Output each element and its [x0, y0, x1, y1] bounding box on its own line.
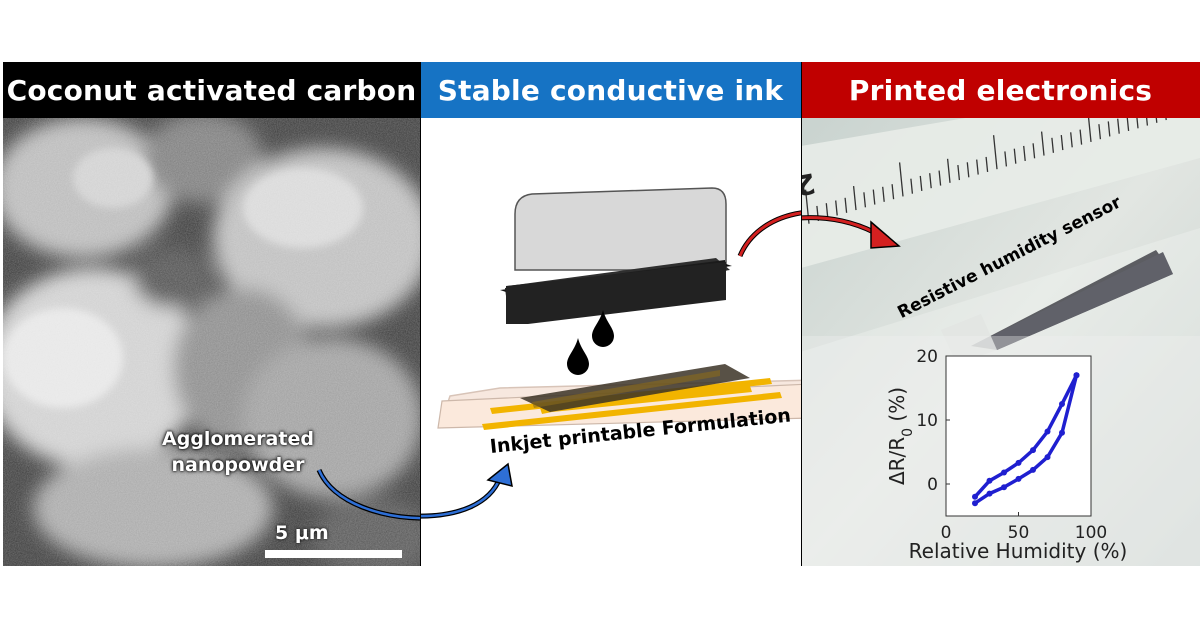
x-axis-label: Relative Humidity (%) [909, 539, 1128, 563]
ruler-tick [929, 173, 932, 189]
data-point [1073, 372, 1080, 379]
sem-image-panel: Agglomerated nanopowder 5 μm [3, 118, 420, 566]
ruler-tick [852, 185, 857, 211]
panel-divider [801, 62, 802, 566]
ruler-tick [1040, 131, 1045, 156]
data-point [986, 490, 993, 497]
ruler-tick [844, 197, 848, 213]
ruler [801, 118, 1200, 268]
ruler-tick [1060, 135, 1064, 151]
ink-droplet-icon [567, 338, 589, 375]
ruler-tick [1145, 118, 1149, 126]
panel-divider [420, 62, 421, 566]
y-tick-label: 10 [916, 411, 938, 431]
ruler-tick [1032, 143, 1036, 159]
ruler-tick [1051, 137, 1055, 153]
data-point [986, 477, 993, 484]
data-point [1015, 475, 1022, 482]
data-point [1044, 428, 1051, 435]
y-tick-label: 20 [916, 347, 938, 367]
x-tick-label: 0 [941, 523, 952, 543]
ruler-tick [966, 162, 970, 178]
ruler-tick [863, 192, 867, 208]
scale-bar-label: 5 μm [275, 522, 329, 544]
ink-illustration-panel: Inkjet printable Formulation [420, 118, 801, 566]
scale-bar [265, 550, 402, 558]
sem-micrograph [3, 118, 420, 566]
data-point [1059, 429, 1065, 436]
humidity-chart: 0 50 100 0 10 20 Relative Humidity (%) ΔR/R0 … [801, 336, 1200, 566]
ink-droplet-icon [592, 310, 614, 347]
ruler-tick [938, 170, 942, 186]
ruler-tick [825, 203, 829, 219]
ruler-tick [1098, 124, 1102, 140]
ruler-tick [1136, 118, 1139, 129]
header-conductive-ink: Stable conductive ink [420, 62, 801, 118]
ruler-tick [872, 189, 876, 205]
ruler-tick [985, 156, 989, 172]
ruler-tick [919, 175, 923, 192]
data-point [972, 493, 978, 500]
y-axis-label: ΔR/R0 (%) [885, 387, 916, 485]
plot-area [945, 355, 1092, 517]
ruler-tick [835, 200, 838, 216]
data-point [1059, 401, 1065, 407]
ruler-tick [1117, 118, 1120, 134]
ruler-tick [992, 135, 998, 170]
x-tick-label: 50 [1008, 523, 1030, 543]
arrow-head-red-icon [870, 220, 901, 249]
y-tick-label: 0 [927, 475, 938, 495]
data-point [1001, 469, 1007, 476]
ruler-tick [882, 186, 885, 202]
printhead-nozzle [506, 262, 726, 324]
header-coconut-carbon: Coconut activated carbon [3, 62, 420, 118]
ruler-tick [1107, 121, 1111, 137]
ruler-tick [1013, 148, 1017, 164]
data-point [1001, 484, 1007, 491]
ruler-tick [1079, 129, 1083, 145]
data-point [1030, 466, 1036, 473]
ruler-tick [1155, 118, 1158, 123]
data-point [972, 500, 978, 507]
ruler-tick [1023, 145, 1026, 162]
ruler-tick [1126, 118, 1130, 132]
data-point [1030, 447, 1036, 454]
ruler-tick [1070, 132, 1073, 148]
ruler-tick [891, 184, 895, 200]
printer-illustration [420, 187, 801, 519]
arrow-head-blue-icon [486, 462, 513, 488]
data-point [1015, 459, 1022, 466]
ruler-tick [976, 159, 979, 175]
agglomerated-label: Agglomerated nanopowder [162, 428, 314, 476]
ruler-tick [910, 178, 914, 194]
ruler-tick [1087, 118, 1092, 142]
ruler-tick [1004, 151, 1008, 167]
printhead-body [514, 187, 727, 271]
ruler-tick [898, 162, 904, 197]
data-point [1044, 454, 1051, 461]
ruler-tick [957, 164, 961, 181]
header-printed-electronics: Printed electronics [801, 62, 1200, 118]
x-tick-label: 100 [1075, 523, 1107, 543]
ruler-tick [946, 158, 951, 183]
